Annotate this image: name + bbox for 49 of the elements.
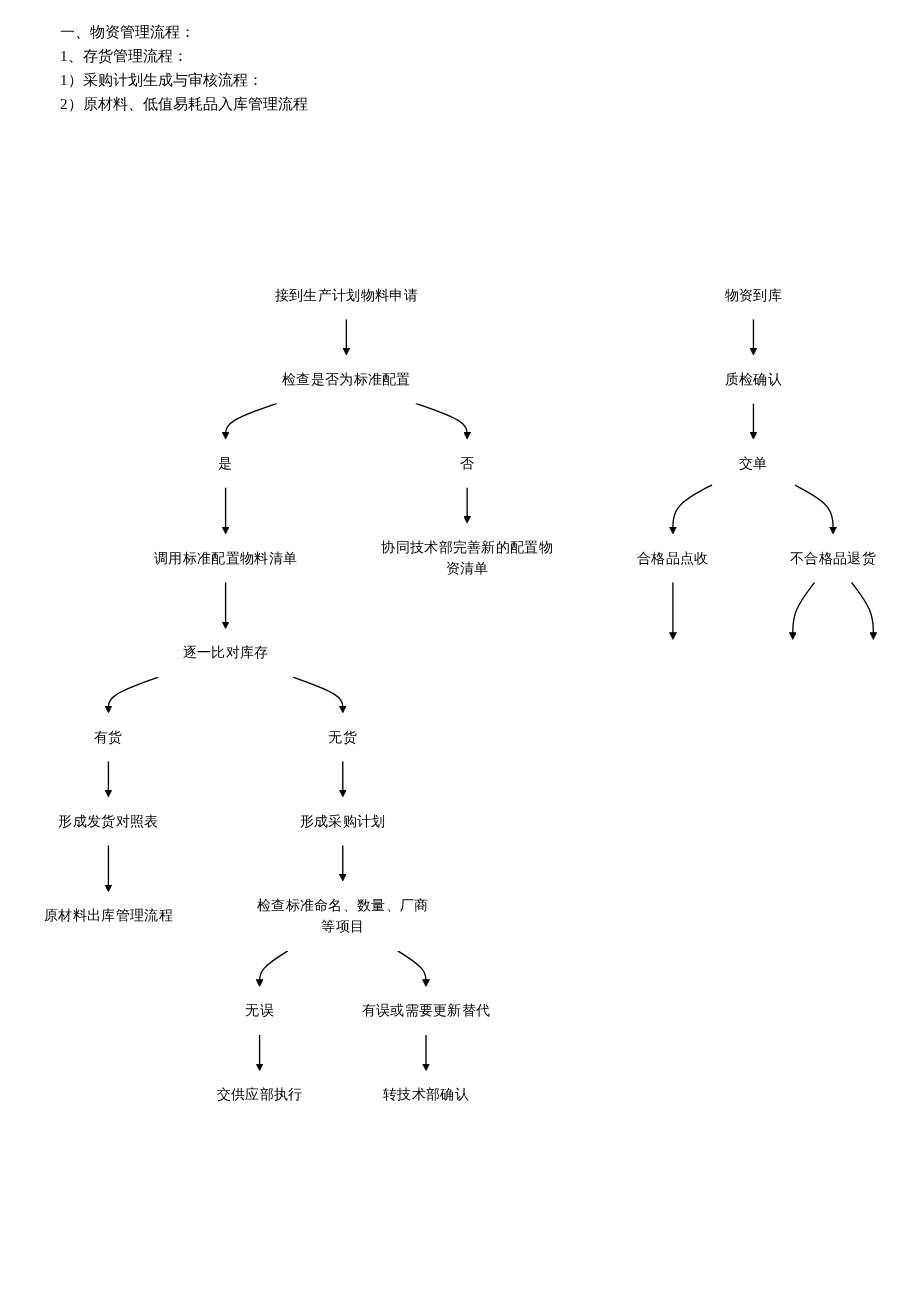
heading-text: 1）采购计划生成与审核流程： <box>60 71 264 90</box>
arrow <box>793 484 837 535</box>
node-text: 有误或需要更新替代 <box>361 1002 491 1018</box>
heading-text: 2）原材料、低值易耗品入库管理流程 <box>60 95 309 114</box>
node-text: 形成发货对照表 <box>58 813 159 829</box>
node-text: 转技术部确认 <box>383 1086 469 1103</box>
node-text: 协同技术部完善新的配置物资清单 <box>381 539 554 577</box>
arrow <box>669 581 677 640</box>
arrow <box>221 402 278 440</box>
arrow <box>463 486 472 524</box>
arrow <box>104 760 113 798</box>
node-text: 合格品点收 <box>637 550 709 566</box>
node-text: 调用标准配置物料清单 <box>154 550 298 566</box>
arrow <box>749 402 758 440</box>
arrow <box>104 676 159 714</box>
node-text: 有货 <box>94 729 123 745</box>
arrow <box>338 844 347 882</box>
arrow <box>749 318 758 356</box>
node-text: 逐一比对库存 <box>182 644 269 661</box>
node-text: 接到生产计划物料申请 <box>274 287 418 303</box>
node-text: 物资到库 <box>724 287 783 303</box>
arrow <box>397 950 430 987</box>
arrow <box>255 1034 264 1072</box>
arrow <box>850 581 878 640</box>
arrow <box>788 581 816 640</box>
node-text: 是 <box>218 455 233 471</box>
arrow <box>338 760 347 798</box>
node-text: 形成采购计划 <box>299 813 386 829</box>
node-text: 无误 <box>245 1002 274 1018</box>
arrow <box>669 484 713 535</box>
heading-text: 1、存货管理流程： <box>60 47 189 66</box>
node-text: 检查标准命名、数量、厂商等项目 <box>256 897 429 934</box>
node-text: 交单 <box>739 455 768 471</box>
node-text: 原材料出库管理流程 <box>44 907 173 924</box>
arrow <box>422 1034 430 1072</box>
arrow <box>221 486 230 535</box>
arrow <box>221 581 230 630</box>
arrow <box>292 676 347 714</box>
arrow <box>255 950 289 987</box>
node-text: 无货 <box>328 729 358 745</box>
node-text: 不合格品退货 <box>790 550 876 566</box>
arrow <box>415 402 472 440</box>
arrow <box>104 844 113 893</box>
heading-text: 一、物资管理流程： <box>60 23 196 42</box>
node-text: 质检确认 <box>724 371 783 387</box>
node-text: 交供应部执行 <box>216 1086 303 1103</box>
arrow <box>342 318 351 356</box>
node-text: 检查是否为标准配置 <box>281 371 411 387</box>
node-text: 否 <box>460 455 475 471</box>
